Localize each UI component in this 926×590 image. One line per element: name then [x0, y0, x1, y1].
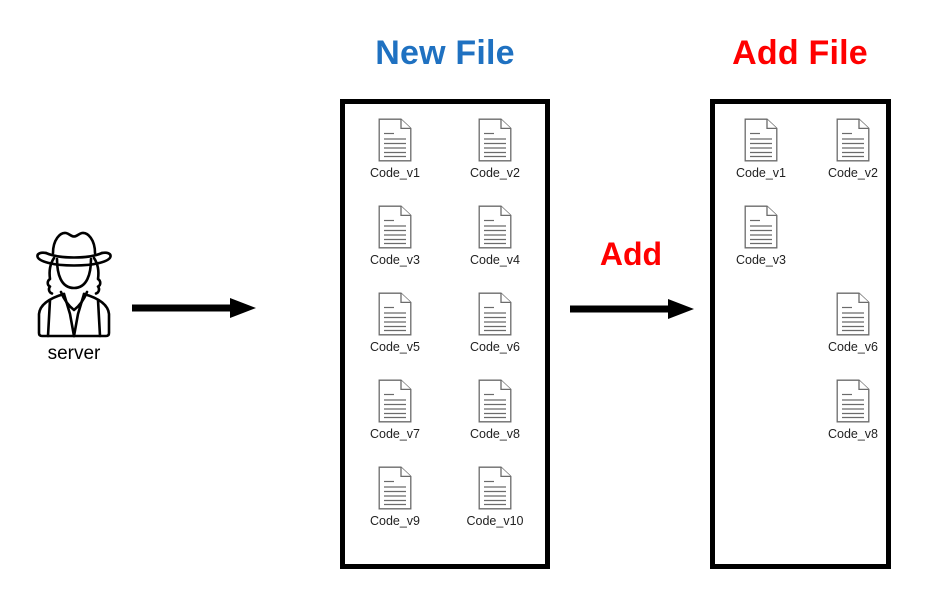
add-file-title: Add File	[732, 34, 868, 72]
file-item[interactable]: Code_v4	[449, 205, 541, 292]
new-file-title: New File	[375, 34, 515, 72]
file-item[interactable]: Code_v1	[349, 118, 441, 205]
file-item[interactable]: Code_v8	[449, 379, 541, 466]
file-document-icon	[378, 205, 412, 249]
file-document-icon	[378, 379, 412, 423]
file-item[interactable]: Code_v1	[715, 118, 807, 205]
file-document-icon	[478, 118, 512, 162]
file-item[interactable]: Code_v6	[807, 292, 899, 379]
file-label: Code_v1	[735, 166, 787, 180]
file-document-icon	[836, 118, 870, 162]
file-label: Code_v6	[469, 340, 521, 354]
arrow-new-file-to-add-file-icon	[570, 299, 694, 319]
server-label: server	[47, 343, 101, 364]
file-item[interactable]: Code_v9	[349, 466, 441, 553]
file-label: Code_v7	[369, 427, 421, 441]
add-action-label: Add	[599, 236, 663, 272]
file-document-icon	[378, 466, 412, 510]
file-document-icon	[744, 205, 778, 249]
file-document-icon	[836, 292, 870, 336]
file-item[interactable]: Code_v10	[449, 466, 541, 553]
file-label: Code_v8	[827, 427, 879, 441]
file-item[interactable]: Code_v7	[349, 379, 441, 466]
file-label: Code_v4	[469, 253, 521, 267]
file-document-icon	[378, 292, 412, 336]
file-document-icon	[478, 466, 512, 510]
file-label: Code_v1	[369, 166, 421, 180]
file-label: Code_v2	[469, 166, 521, 180]
server-actor: server	[24, 222, 124, 382]
file-label: Code_v8	[469, 427, 521, 441]
file-label: Code_v9	[369, 514, 421, 528]
file-item[interactable]: Code_v3	[349, 205, 441, 292]
file-document-icon	[378, 118, 412, 162]
file-document-icon	[478, 292, 512, 336]
file-item[interactable]: Code_v3	[715, 205, 807, 292]
file-label: Code_v10	[466, 514, 524, 528]
file-document-icon	[478, 379, 512, 423]
file-document-icon	[836, 379, 870, 423]
file-item[interactable]: Code_v2	[449, 118, 541, 205]
file-label: Code_v3	[369, 253, 421, 267]
arrow-server-to-new-file-icon	[132, 298, 256, 318]
file-item[interactable]: Code_v2	[807, 118, 899, 205]
file-item[interactable]: Code_v6	[449, 292, 541, 379]
file-label: Code_v3	[735, 253, 787, 267]
file-document-icon	[478, 205, 512, 249]
file-item[interactable]: Code_v5	[349, 292, 441, 379]
file-label: Code_v5	[369, 340, 421, 354]
person-cowboy-icon	[36, 231, 112, 338]
file-label: Code_v2	[827, 166, 879, 180]
file-item[interactable]: Code_v8	[807, 379, 899, 466]
file-document-icon	[744, 118, 778, 162]
file-label: Code_v6	[827, 340, 879, 354]
